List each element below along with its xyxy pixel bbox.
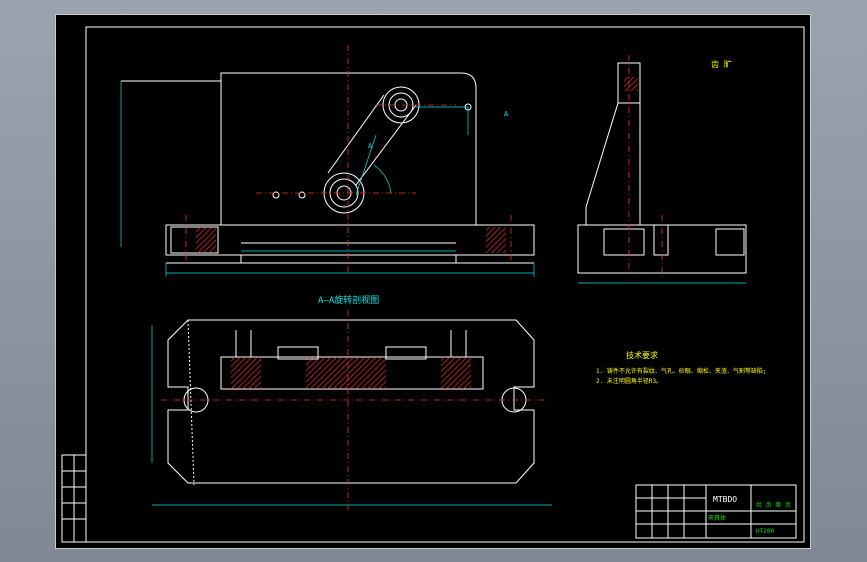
notes-title: 技术要求 — [626, 350, 658, 360]
material: HT200 — [756, 528, 774, 535]
gear-label: 齿 旷 — [711, 59, 732, 69]
section-marker-a1: A — [504, 110, 509, 118]
sheet-text: 共 页 第 页 — [756, 501, 791, 509]
notes-line-2: 2. 未注明圆角半径R3。 — [596, 377, 662, 385]
front-view — [120, 72, 535, 277]
notes-line-1: 1. 铸件不允许有裂纹、气孔、砂眼、缩松、夹渣、气割等缺陷; — [596, 367, 766, 375]
front-centerlines — [185, 45, 512, 273]
section-view — [151, 319, 552, 506]
technical-notes: 技术要求 1. 铸件不允许有裂纹、气孔、砂眼、缩松、夹渣、气割等缺陷; 2. 未… — [596, 350, 766, 385]
cad-drawing: A A 齿 旷 A—A旋转剖视图 — [61, 26, 805, 543]
side-view — [577, 62, 747, 284]
drawing-number: MTBDO — [713, 495, 737, 504]
title-block — [635, 484, 797, 539]
part-name: 夹具体 — [708, 514, 726, 522]
section-marker-a2: A — [368, 142, 373, 150]
drawing-sheet: A A 齿 旷 A—A旋转剖视图 — [55, 14, 811, 549]
binding-strip-lines — [62, 455, 86, 542]
section-view-title: A—A旋转剖视图 — [318, 294, 379, 306]
inner-frame — [85, 26, 805, 543]
side-centerlines — [628, 55, 663, 277]
section-centerlines — [161, 310, 551, 510]
